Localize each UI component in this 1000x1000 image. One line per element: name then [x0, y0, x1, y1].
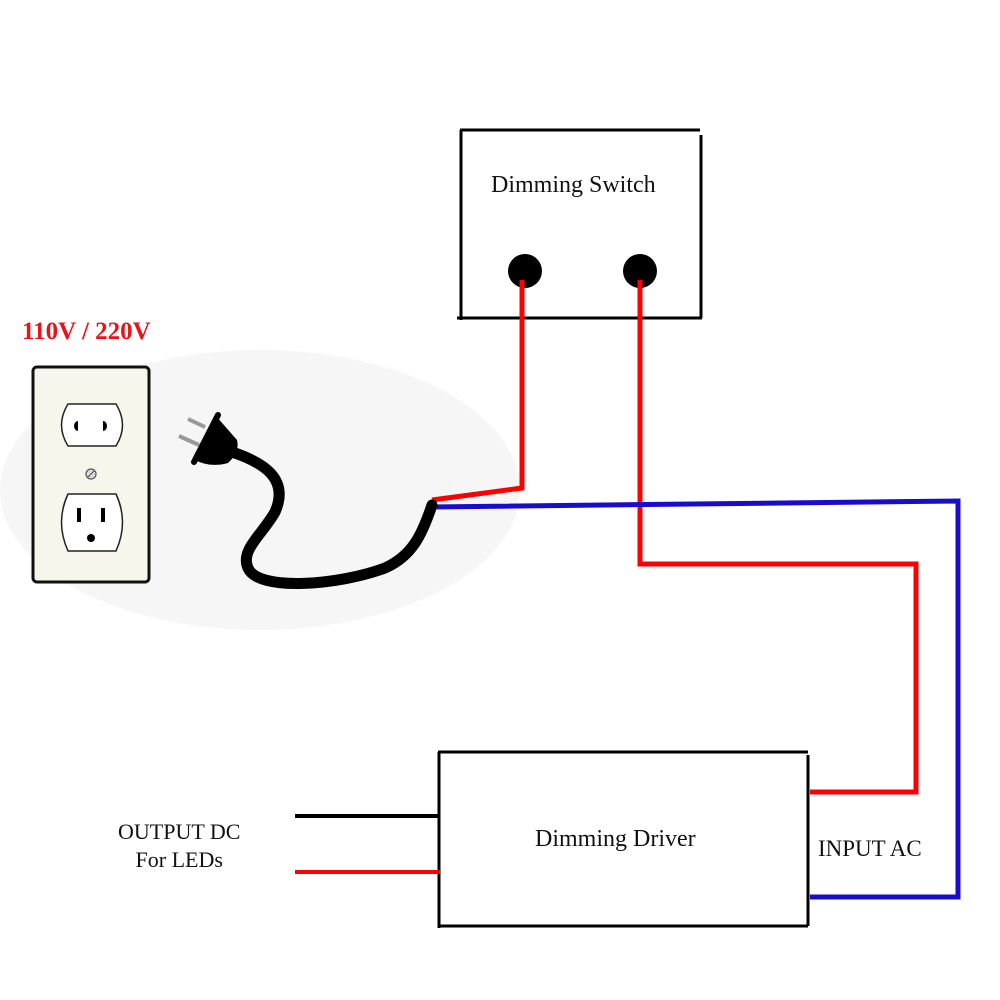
lower-socket: [60, 493, 124, 552]
dimming-switch-box: [457, 128, 703, 320]
switch-terminal-1: [508, 254, 542, 288]
power-plug-icon: [178, 412, 438, 589]
neutral-wire: [429, 498, 961, 900]
dimming-driver-box: [437, 750, 810, 928]
switch-to-driver-wire: [637, 280, 919, 795]
cord-to-switch-wire: [431, 280, 525, 503]
voltage-label: 110V / 220V: [22, 318, 151, 345]
output-dc-label: OUTPUT DC For LEDs: [118, 818, 240, 874]
dimming-switch-label: Dimming Switch: [491, 172, 656, 198]
wall-outlet: [31, 365, 151, 584]
upper-socket: [60, 403, 124, 447]
output-dc-line2: For LEDs: [135, 847, 223, 872]
output-dc-line1: OUTPUT DC: [118, 819, 241, 844]
input-ac-label: INPUT AC: [818, 836, 922, 861]
dimming-driver-label: Dimming Driver: [535, 826, 696, 852]
power-cord: [226, 446, 438, 589]
switch-terminal-2: [623, 254, 657, 288]
